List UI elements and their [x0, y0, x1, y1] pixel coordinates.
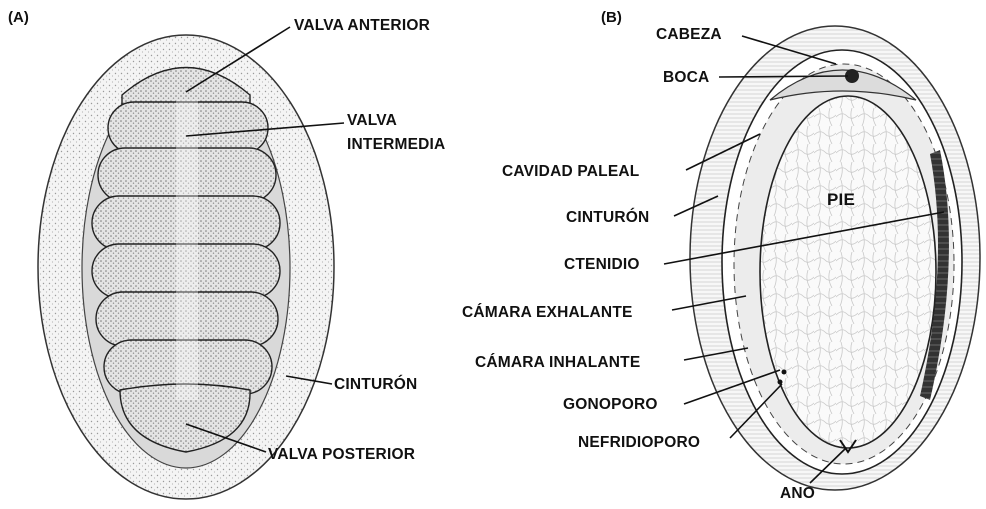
- panel-a-tag: (A): [8, 9, 29, 26]
- label-cavidad-paleal: CAVIDAD PALEAL: [502, 163, 639, 180]
- nephridiopore-dot: [778, 380, 783, 385]
- gonopore-dot: [782, 370, 787, 375]
- label-gonoporo: GONOPORO: [563, 396, 658, 413]
- label-nefridioporo: NEFRIDIOPORO: [578, 434, 700, 451]
- label-ctenidio: CTENIDIO: [564, 256, 640, 273]
- ridge-highlight: [176, 100, 198, 400]
- leader-boca: [719, 76, 848, 77]
- panel-b-tag: (B): [601, 9, 622, 26]
- panel-a: (A) VALVA ANTERIOR VALVA INTERMEDIA CINT…: [8, 9, 445, 499]
- label-camara-exhalante: CÁMARA EXHALANTE: [462, 304, 633, 321]
- label-camara-inhalante: CÁMARA INHALANTE: [475, 354, 640, 371]
- label-valva-anterior: VALVA ANTERIOR: [294, 17, 430, 34]
- label-pie: PIE: [827, 190, 855, 209]
- label-ano: ANO: [780, 485, 815, 502]
- label-valva-intermedia-line1: VALVA: [347, 112, 397, 129]
- label-boca: BOCA: [663, 69, 709, 86]
- foot-shape: [760, 96, 936, 448]
- label-valva-intermedia-line2: INTERMEDIA: [347, 136, 445, 153]
- label-cinturon-b: CINTURÓN: [566, 208, 649, 226]
- panel-b: (B) CABEZA BOCA PIE CAVIDA: [462, 9, 980, 502]
- label-valva-posterior: VALVA POSTERIOR: [268, 446, 415, 463]
- label-cinturon-a: CINTURÓN: [334, 375, 417, 393]
- label-cabeza: CABEZA: [656, 26, 722, 43]
